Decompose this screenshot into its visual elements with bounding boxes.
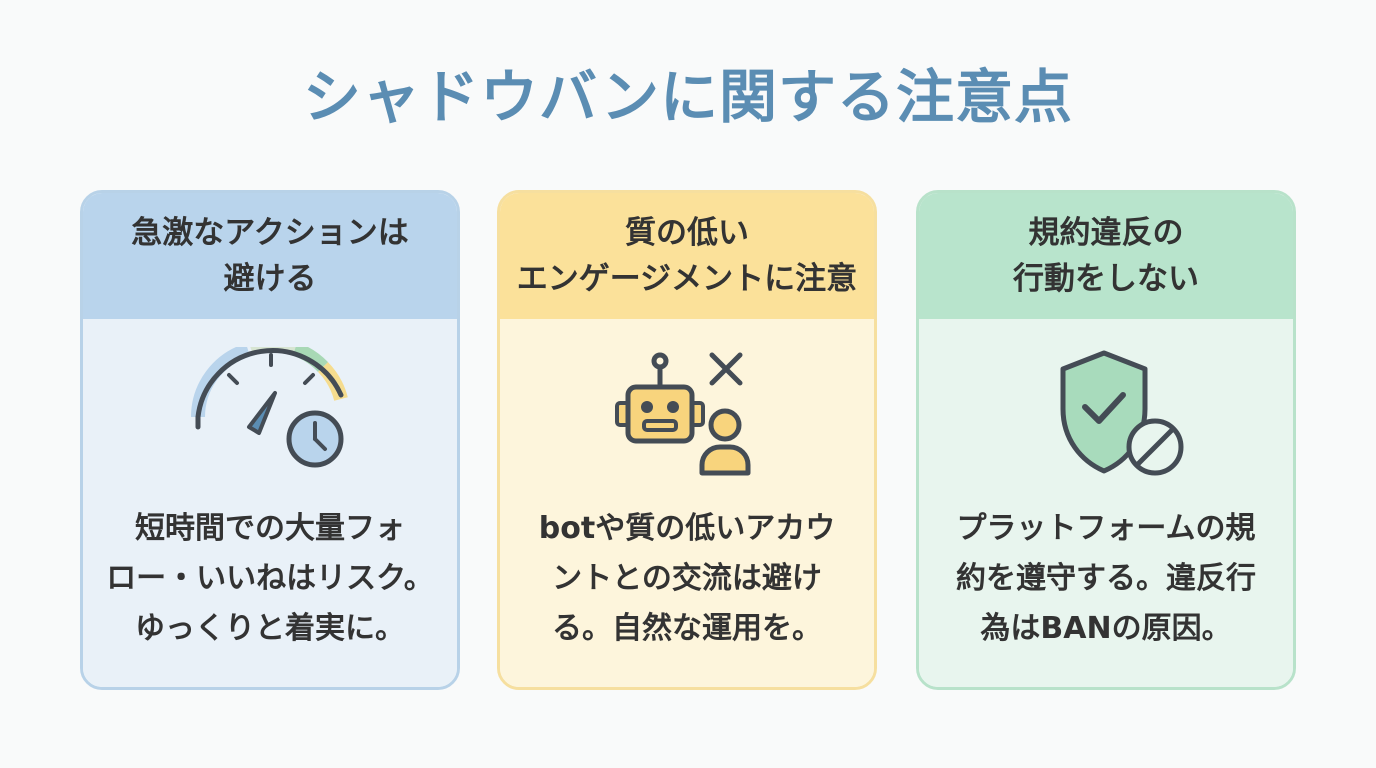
card-description: botや質の低いアカウ ントとの交流は避け る。自然な運用を。 xyxy=(538,511,836,646)
page-title: シャドウバンに関する注意点 xyxy=(303,63,1073,131)
speedometer-clock-icon xyxy=(191,347,348,468)
shield-check-prohibited-icon xyxy=(1060,350,1184,476)
card-header: 質の低い エンゲージメントに注意 xyxy=(500,193,874,319)
card-low-quality-engagement: 質の低い エンゲージメントに注意 botや質の低いアカウ ントとの交流は避け る… xyxy=(497,190,877,690)
card-header: 急激なアクションは 避ける xyxy=(83,193,457,319)
card-body: プラットフォームの規 約を遵守する。違反行 為はBANの原因。 xyxy=(919,319,1293,687)
card-description: プラットフォームの規 約を遵守する。違反行 為はBANの原因。 xyxy=(956,511,1256,646)
card-header: 規約違反の 行動をしない xyxy=(919,193,1293,319)
card-no-rule-violations: 規約違反の 行動をしない プラットフォームの規 約を遵守する。違反行 為はBAN… xyxy=(916,190,1296,690)
card-avoid-sudden-actions: 急激なアクションは 避ける 短時間での大量フォ ロー・いいねはリスク。 ゆっくり… xyxy=(80,190,460,690)
robot-cross-user-icon xyxy=(615,352,751,476)
card-description: 短時間での大量フォ ロー・いいねはリスク。 ゆっくりと着実に。 xyxy=(106,511,434,646)
card-body: 短時間での大量フォ ロー・いいねはリスク。 ゆっくりと着実に。 xyxy=(83,319,457,687)
card-body: botや質の低いアカウ ントとの交流は避け る。自然な運用を。 xyxy=(500,319,874,687)
